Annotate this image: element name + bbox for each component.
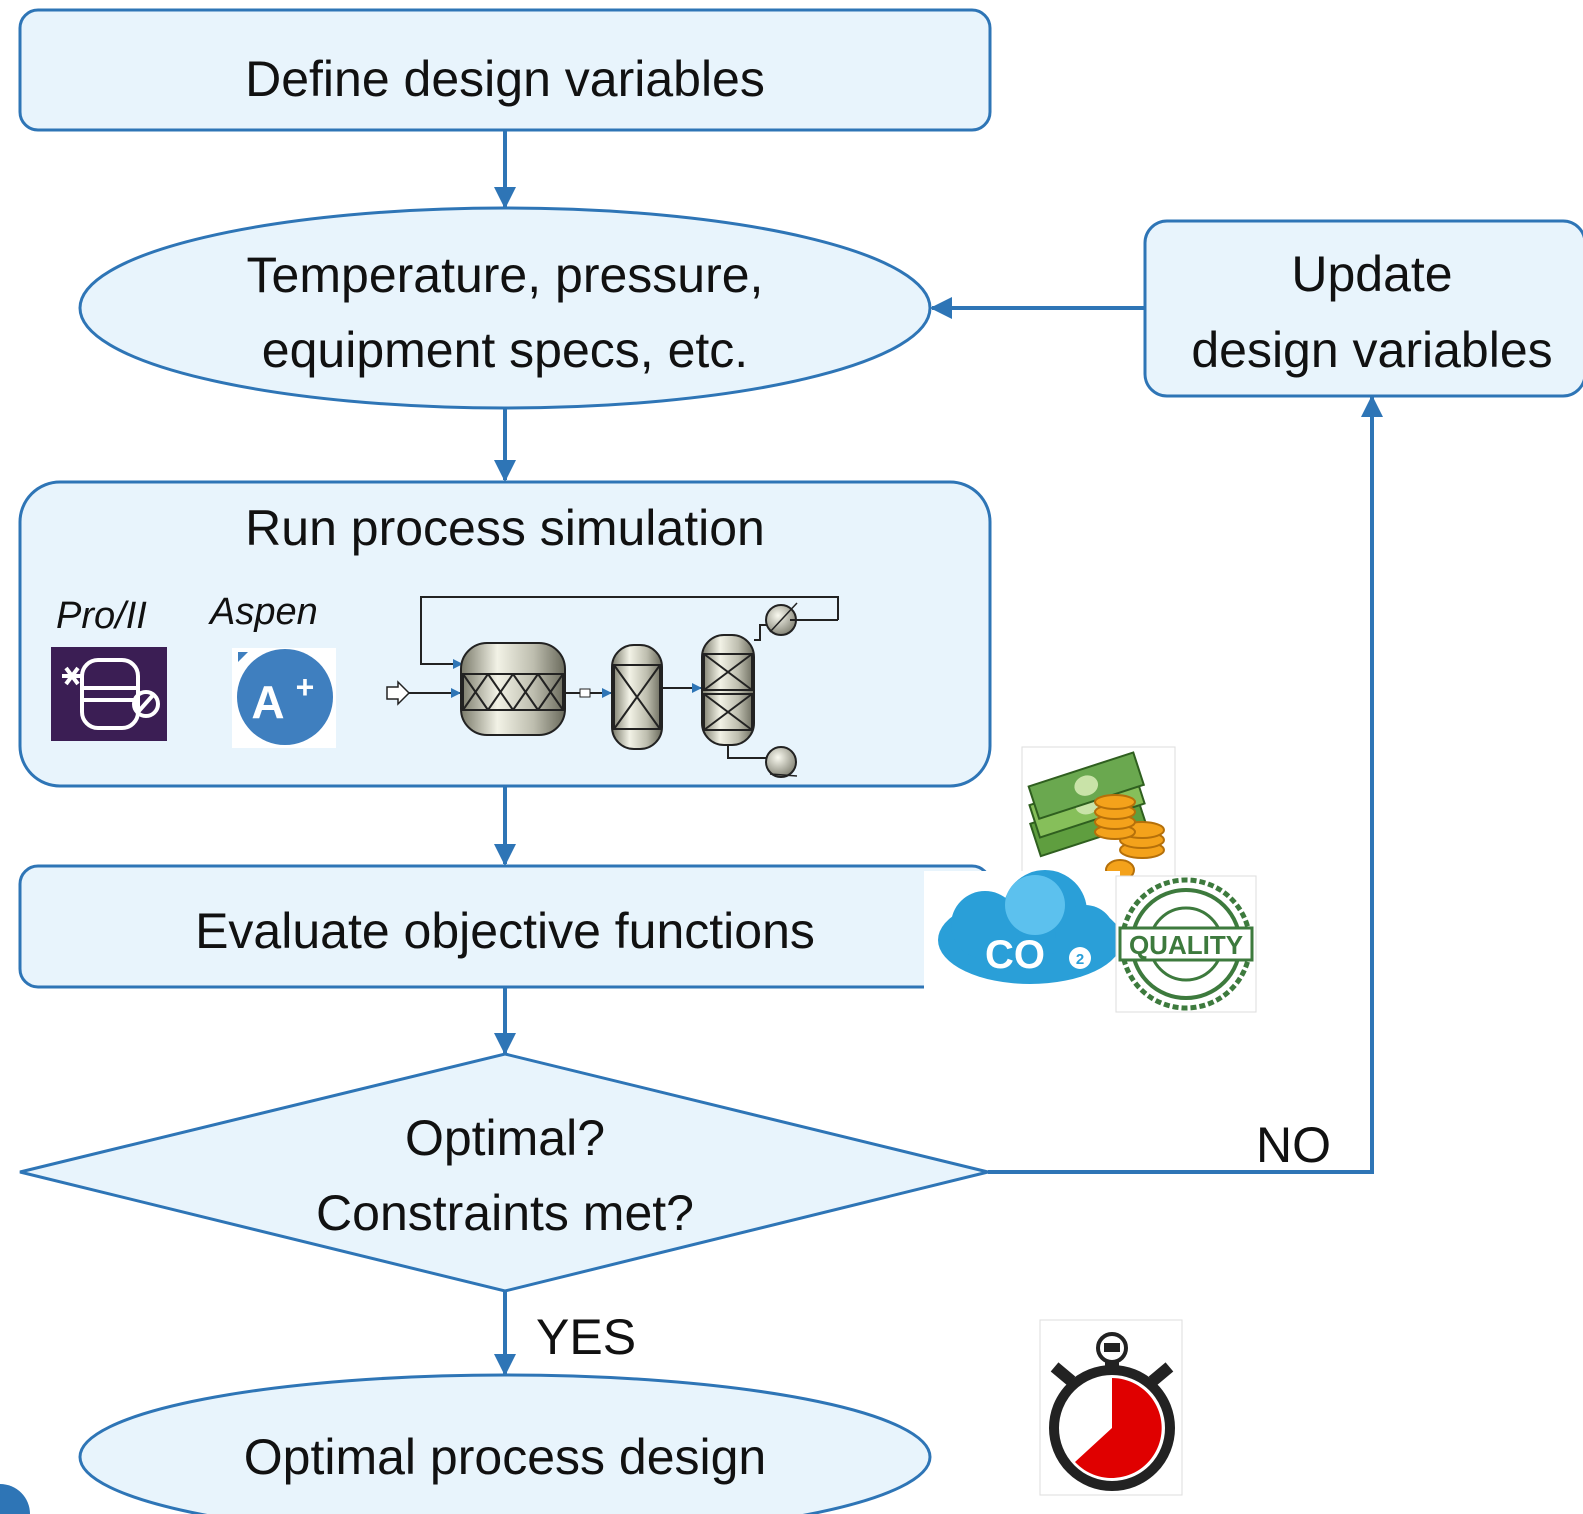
- proii-logo-icon: [51, 647, 167, 741]
- evaluate-label: Evaluate objective functions: [195, 903, 815, 959]
- proii-label: Pro/II: [56, 595, 147, 637]
- design-variables-line2: equipment specs, etc.: [262, 322, 748, 378]
- svg-text:QUALITY: QUALITY: [1129, 930, 1243, 960]
- connectors: [494, 131, 1383, 1376]
- optimal-design-ellipse: Optimal process design: [78, 1373, 932, 1514]
- co2-cloud-icon: CO 2: [924, 870, 1122, 991]
- define-variables-label: Define design variables: [245, 51, 765, 107]
- decision-line1: Optimal?: [405, 1110, 605, 1166]
- aspen-label: Aspen: [208, 591, 318, 633]
- arrow-no-to-update: [988, 395, 1383, 1174]
- simulation-node: Run process simulation Pro/II Aspen A +: [18, 480, 992, 788]
- optimal-design-label: Optimal process design: [244, 1429, 766, 1485]
- decision-line2: Constraints met?: [316, 1185, 694, 1241]
- update-variables-line2: design variables: [1191, 322, 1552, 378]
- quality-guarantee-seal-icon: QUALITY: [1115, 875, 1257, 1013]
- design-variables-ellipse: Temperature, pressure, equipment specs, …: [78, 206, 932, 410]
- svg-text:2: 2: [1076, 951, 1084, 968]
- aspen-plus-logo-icon: A +: [232, 648, 336, 748]
- process-flowsheet-icon: [386, 596, 839, 778]
- update-variables-line1: Update: [1291, 246, 1452, 302]
- svg-text:+: +: [296, 669, 315, 705]
- simulation-label: Run process simulation: [245, 500, 765, 556]
- decision-node: Optimal? Constraints met?: [19, 1052, 989, 1293]
- define-variables-node: Define design variables: [18, 8, 992, 132]
- yes-label: YES: [536, 1309, 636, 1365]
- design-variables-line1: Temperature, pressure,: [247, 247, 764, 303]
- evaluate-node: Evaluate objective functions: [18, 864, 992, 989]
- svg-text:A: A: [251, 676, 284, 728]
- svg-text:CO: CO: [985, 933, 1045, 977]
- no-label: NO: [1256, 1117, 1331, 1173]
- stopwatch-icon: [1039, 1319, 1183, 1496]
- money-stack-icon: [1021, 746, 1176, 885]
- update-variables-node: Update design variables: [1143, 219, 1583, 398]
- corner-marker: [0, 1484, 30, 1514]
